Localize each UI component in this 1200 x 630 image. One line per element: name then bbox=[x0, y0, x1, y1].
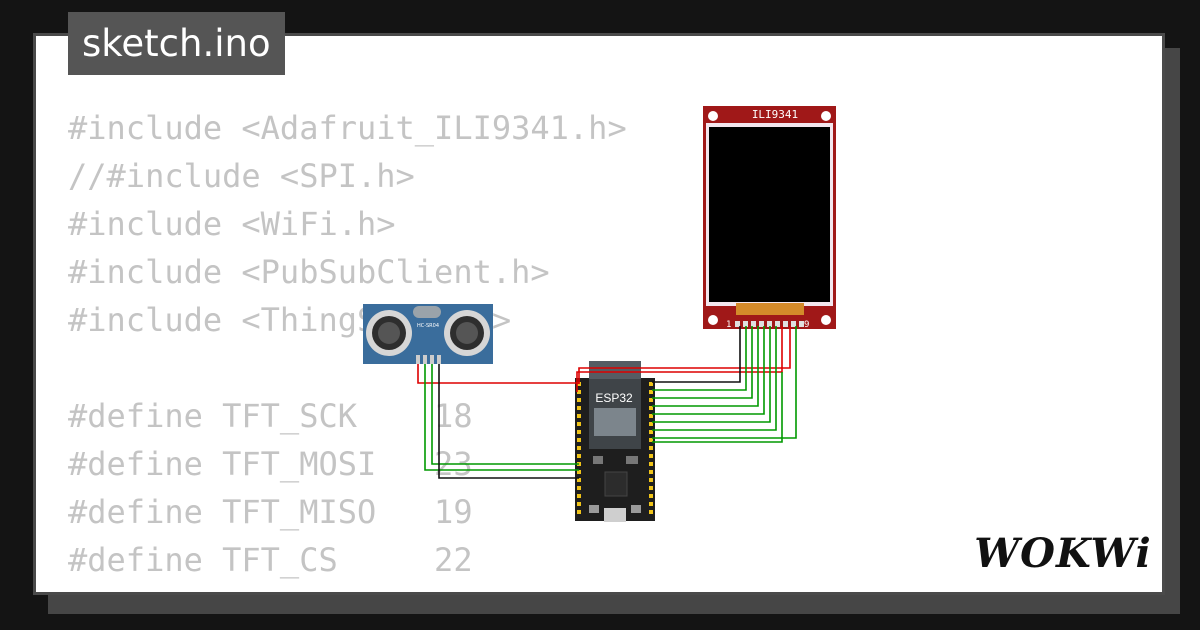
wire-reset bbox=[652, 326, 753, 399]
wire-dc bbox=[652, 326, 759, 407]
code-line: #include <WiFi.h> bbox=[68, 205, 396, 243]
wire-vcc bbox=[578, 326, 791, 384]
wokwi-logo: WOKWi bbox=[974, 530, 1152, 577]
file-tab[interactable]: sketch.ino bbox=[68, 12, 285, 75]
wire-led bbox=[576, 326, 783, 392]
usb-chip bbox=[604, 471, 628, 497]
hc-sr04-sensor[interactable]: HC-SR04 bbox=[363, 304, 493, 364]
code-line: #define TFT_MOSI 23 bbox=[68, 445, 473, 483]
micro-usb-port bbox=[604, 508, 626, 522]
boot-button[interactable] bbox=[589, 505, 599, 513]
code-line: #define TFT_DC 21 bbox=[68, 584, 627, 592]
pin-label-last: 9 bbox=[804, 320, 809, 330]
sensor-pins bbox=[416, 355, 441, 364]
preview-card: #include <Adafruit_ILI9341.h> //#include … bbox=[33, 33, 1165, 595]
wire-sensor-echo bbox=[431, 364, 579, 465]
code-preview: #include <Adafruit_ILI9341.h> //#include … bbox=[68, 104, 627, 592]
pin-label-first: 1 bbox=[726, 320, 731, 330]
display-screen bbox=[709, 127, 830, 302]
wire-cs bbox=[652, 326, 747, 391]
wire-miso-2 bbox=[652, 326, 797, 439]
mount-hole bbox=[708, 111, 718, 121]
esp32-board[interactable]: ESP32 bbox=[575, 361, 655, 522]
sensor-label: HC-SR04 bbox=[417, 323, 439, 329]
code-line: #include <PubSubClient.h> bbox=[68, 253, 550, 291]
sensor-crystal bbox=[413, 306, 441, 318]
wire-sck bbox=[652, 326, 771, 423]
mount-hole bbox=[821, 315, 831, 325]
code-line: #include <Adafruit_ILI9341.h> bbox=[68, 109, 627, 147]
display-pin-header bbox=[735, 321, 804, 327]
mount-hole bbox=[708, 315, 718, 325]
wire-sensor-gnd bbox=[438, 364, 579, 479]
display-label: ILI9341 bbox=[752, 108, 798, 121]
wire-sensor-trig bbox=[424, 364, 579, 471]
wire-sensor-vcc bbox=[417, 364, 579, 384]
smd-component bbox=[626, 456, 638, 464]
wire-gnd bbox=[652, 326, 741, 383]
wire-mosi bbox=[652, 326, 765, 415]
en-button[interactable] bbox=[631, 505, 641, 513]
smd-component bbox=[593, 456, 603, 464]
module-shield bbox=[594, 408, 636, 436]
ili9341-display[interactable]: ILI9341 1 9 bbox=[703, 106, 836, 330]
code-line: #define TFT_SCK 18 bbox=[68, 397, 473, 435]
wire-aux bbox=[652, 372, 783, 443]
code-line: #define TFT_CS 22 bbox=[68, 541, 473, 579]
board-pin-headers bbox=[577, 382, 653, 514]
display-flex-cable bbox=[736, 303, 804, 315]
mount-hole bbox=[821, 111, 831, 121]
wire-miso bbox=[652, 326, 777, 431]
code-line: #define TFT_MISO 19 bbox=[68, 493, 473, 531]
board-antenna bbox=[589, 361, 641, 381]
wires bbox=[417, 326, 797, 479]
code-line: //#include <SPI.h> bbox=[68, 157, 415, 195]
board-label: ESP32 bbox=[595, 391, 633, 405]
